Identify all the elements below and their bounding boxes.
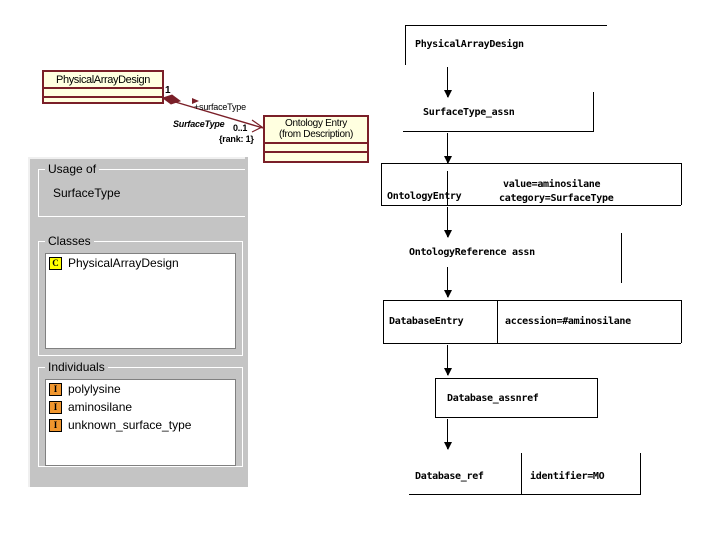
flow-box-physical-array-design-left bbox=[405, 25, 406, 65]
classes-list[interactable]: C PhysicalArrayDesign bbox=[45, 253, 236, 349]
flow-box-database-entry-right bbox=[681, 300, 682, 343]
flow-box-database-ref-bottom bbox=[409, 494, 640, 495]
flow-box-database-ref-divider bbox=[521, 453, 522, 495]
uml-attributes-compartment bbox=[265, 144, 367, 153]
uml-class-package: (from Description) bbox=[278, 129, 354, 140]
uml-source-multiplicity: 1 bbox=[165, 85, 171, 96]
classes-group-title: Classes bbox=[45, 234, 94, 248]
classes-group: Classes C PhysicalArrayDesign bbox=[38, 234, 243, 356]
flow-node-surfacetype-assn: SurfaceType_assn bbox=[423, 107, 515, 118]
flow-box-database-assnref-right bbox=[597, 378, 598, 418]
individual-icon: I bbox=[49, 400, 62, 414]
list-item[interactable]: C PhysicalArrayDesign bbox=[46, 254, 235, 272]
usage-of-group: Usage of SurfaceType bbox=[38, 162, 245, 217]
uml-operations-compartment bbox=[44, 98, 162, 107]
flow-node-ontology-entry-value: value=aminosilane bbox=[503, 179, 601, 190]
flow-arrow-2 bbox=[444, 133, 452, 164]
flow-box-database-entry-bottom bbox=[383, 343, 681, 344]
flow-box-ontology-reference-assn-right bbox=[621, 233, 622, 283]
flow-box-ontology-entry-left bbox=[381, 163, 382, 205]
individuals-group-title: Individuals bbox=[45, 360, 108, 374]
flow-box-surfacetype-assn-bottom bbox=[403, 131, 593, 132]
flow-box-database-assnref-left bbox=[435, 378, 436, 418]
uml-class-header: Ontology Entry (from Description) bbox=[265, 117, 367, 144]
flow-node-database-entry: DatabaseEntry bbox=[389, 316, 464, 327]
flow-arrow-1 bbox=[444, 67, 452, 98]
flow-box-database-entry-left bbox=[383, 300, 384, 343]
adjacent-panel-sliver bbox=[245, 157, 248, 487]
uml-class-diagram: PhysicalArrayDesign Ontology Entry (from… bbox=[0, 0, 380, 170]
flow-box-database-assnref-top bbox=[435, 378, 597, 379]
flow-arrow-5 bbox=[444, 345, 452, 376]
flow-box-database-entry-top bbox=[383, 300, 681, 301]
individual-icon: I bbox=[49, 418, 62, 432]
flow-box-ontology-entry-right bbox=[681, 163, 682, 205]
list-item[interactable]: I polylysine bbox=[46, 380, 235, 398]
flow-arrow-4 bbox=[444, 267, 452, 298]
uml-association-name: SurfaceType bbox=[173, 119, 225, 129]
list-item-label: polylysine bbox=[68, 382, 121, 396]
list-item[interactable]: I unknown_surface_type bbox=[46, 416, 235, 434]
list-item-label: unknown_surface_type bbox=[68, 418, 192, 432]
flow-node-ontology-entry: OntologyEntry bbox=[387, 191, 462, 202]
flow-node-database-assnref: Database_assnref bbox=[447, 393, 539, 404]
uml-association-line bbox=[161, 94, 264, 133]
flow-box-database-ref-right bbox=[640, 453, 641, 495]
flow-box-database-entry-divider bbox=[497, 300, 498, 343]
uml-class-ontology-entry[interactable]: Ontology Entry (from Description) bbox=[263, 115, 369, 163]
individuals-group: Individuals I polylysine I aminosilane I… bbox=[38, 360, 243, 467]
usage-of-group-title: Usage of bbox=[45, 162, 100, 176]
usage-panel: Usage of SurfaceType Classes C PhysicalA… bbox=[28, 157, 245, 487]
instance-flow-diagram: PhysicalArrayDesign SurfaceType_assn Ont… bbox=[375, 25, 720, 530]
flow-node-physical-array-design: PhysicalArrayDesign bbox=[415, 39, 524, 50]
flow-node-database-ref: Database_ref bbox=[415, 471, 484, 482]
flow-node-database-ref-identifier: identifier=MO bbox=[530, 471, 605, 482]
list-item[interactable]: I aminosilane bbox=[46, 398, 235, 416]
uml-association-constraint: {rank: 1} bbox=[219, 134, 254, 144]
uml-attributes-compartment bbox=[44, 89, 162, 98]
flow-box-database-assnref-bottom bbox=[435, 417, 597, 418]
usage-of-value: SurfaceType bbox=[53, 186, 121, 200]
flow-box-ontology-entry-bottom bbox=[381, 205, 681, 206]
class-icon: C bbox=[49, 256, 62, 270]
individual-icon: I bbox=[49, 382, 62, 396]
flow-box-surfacetype-assn-right bbox=[593, 92, 594, 132]
uml-target-multiplicity: 0..1 bbox=[233, 123, 248, 133]
uml-association-role: +surfaceType bbox=[194, 102, 246, 112]
flow-node-database-entry-accession: accession=#aminosilane bbox=[505, 316, 631, 327]
flow-arrow-3 bbox=[444, 207, 452, 238]
uml-class-physicalarraydesign[interactable]: PhysicalArrayDesign bbox=[42, 70, 164, 104]
flow-box-ontology-entry-top bbox=[381, 163, 681, 164]
list-item-label: PhysicalArrayDesign bbox=[68, 256, 179, 270]
uml-operations-compartment bbox=[265, 153, 367, 162]
uml-class-name: Ontology Entry bbox=[285, 118, 347, 129]
flow-node-ontology-entry-category: category=SurfaceType bbox=[499, 193, 614, 204]
list-item-label: aminosilane bbox=[68, 400, 133, 414]
flow-box-physical-array-design-top bbox=[405, 25, 607, 26]
flow-box-ontology-entry-divider bbox=[447, 171, 448, 205]
flow-node-ontology-reference-assn: OntologyReference assn bbox=[409, 247, 535, 258]
uml-class-name: PhysicalArrayDesign bbox=[44, 72, 162, 89]
flow-arrow-6 bbox=[444, 419, 452, 450]
individuals-list[interactable]: I polylysine I aminosilane I unknown_sur… bbox=[45, 379, 236, 466]
